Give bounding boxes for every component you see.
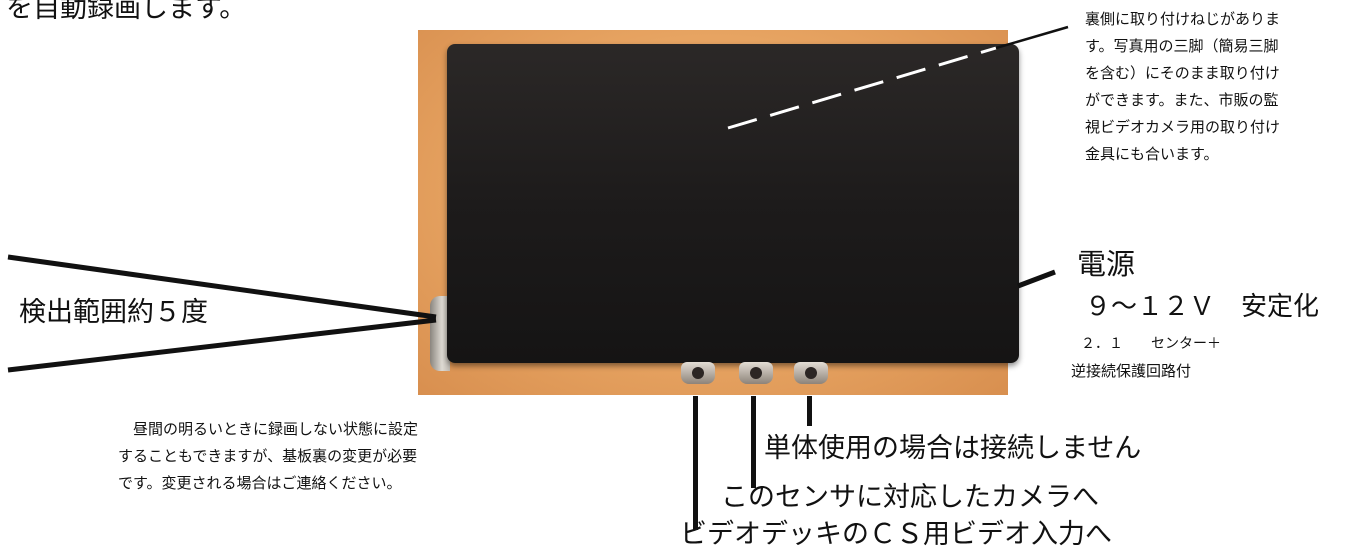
- daytime-note-line: です。変更される場合はご連絡ください。: [118, 474, 402, 492]
- daytime-note-line: 昼間の明るいときに録画しない状態に設定: [118, 420, 419, 438]
- power-title: 電源: [1077, 247, 1136, 281]
- detection-line-upper: [7, 254, 437, 320]
- power-plug: ２．１ センター＋: [1081, 336, 1221, 352]
- mount-note-line: 裏側に取り付けねじがありま: [1085, 10, 1281, 28]
- leader-line-right: [807, 396, 812, 426]
- leader-line-left: [693, 396, 698, 530]
- mount-pointer-dashed: [727, 46, 997, 130]
- top-left-text: を自動録画します。: [6, 0, 247, 24]
- leader-line-middle: [751, 396, 756, 488]
- jack-left-label: ビデオデッキのＣＳ用ビデオ入力へ: [680, 519, 1112, 550]
- jack-middle: [739, 362, 773, 384]
- power-protection: 逆接続保護回路付: [1071, 362, 1192, 380]
- mount-note-line: を含む）にそのまま取り付け: [1085, 64, 1280, 82]
- mount-note: 裏側に取り付けねじがありま す。写真用の三脚（簡易三脚 を含む）にそのまま取り付…: [1085, 6, 1280, 168]
- detection-range-label: 検出範囲約５度: [19, 297, 208, 328]
- jack-right: [794, 362, 828, 384]
- jack-middle-label: このセンサに対応したカメラへ: [721, 482, 1099, 513]
- mount-note-line: 金具にも合います。: [1085, 145, 1219, 163]
- daytime-note: 昼間の明るいときに録画しない状態に設定 することもできますが、基板裏の変更が必要…: [118, 416, 418, 497]
- power-voltage: ９～１２Ｖ 安定化: [1085, 292, 1320, 322]
- mount-note-line: ができます。また、市販の監: [1085, 91, 1279, 109]
- power-pointer: [1017, 269, 1056, 289]
- mount-note-line: す。写真用の三脚（簡易三脚: [1085, 37, 1279, 55]
- detection-line-lower: [7, 317, 437, 373]
- mount-note-line: 視ビデオカメラ用の取り付け: [1085, 118, 1281, 136]
- device-case: [447, 44, 1019, 363]
- jack-right-label: 単体使用の場合は接続しません: [764, 433, 1142, 464]
- daytime-note-line: することもできますが、基板裏の変更が必要: [118, 447, 418, 465]
- jack-left: [681, 362, 715, 384]
- mount-pointer-solid: [995, 25, 1069, 50]
